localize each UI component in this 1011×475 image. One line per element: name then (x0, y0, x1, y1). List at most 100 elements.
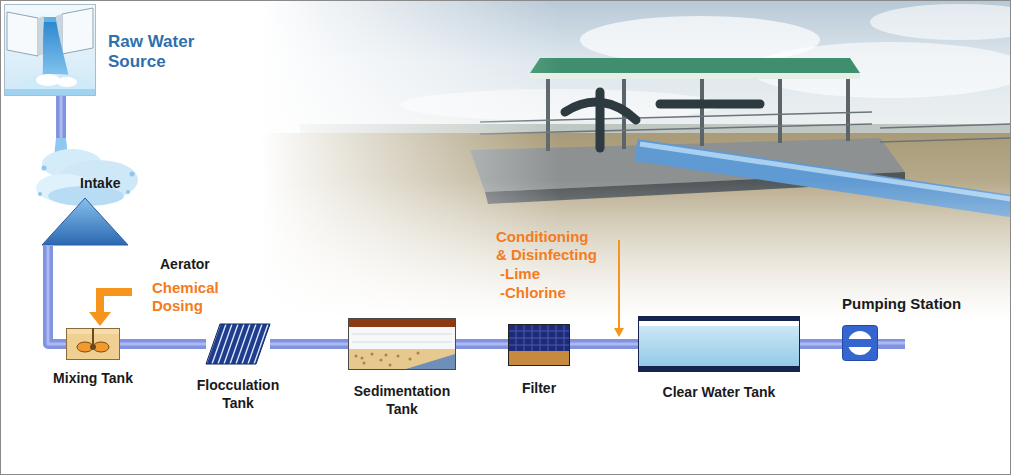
mixing-tank-label: Mixing Tank (53, 370, 133, 387)
pumping-station-shape (848, 331, 872, 355)
pipe (270, 339, 348, 349)
pipe (120, 344, 206, 345)
plant-photo (880, 124, 1011, 128)
sedimentation-tank-shape (361, 357, 364, 360)
aerator-shape (42, 198, 128, 245)
sedimentation-tank-shape (349, 319, 456, 370)
water-source-icon-shape (5, 5, 96, 96)
water-source-icon-shape (36, 74, 60, 86)
pipe-highlight (270, 343, 348, 346)
sedimentation-tank: Sedimentation Tank (348, 318, 456, 370)
plant-photo (530, 73, 860, 79)
chemical-dosing-arrow (89, 292, 132, 326)
aerator-shape (126, 190, 130, 194)
clear-water-tank: Clear Water Tank (638, 316, 800, 372)
pipe-highlight (570, 343, 638, 346)
process-label: Intake (80, 175, 120, 192)
pipe-highlight (456, 343, 508, 346)
flocculation-tank-shape (200, 324, 214, 364)
disinfecting-arrow (614, 240, 624, 337)
water-source-icon-shape (62, 8, 93, 54)
pipe (456, 344, 508, 345)
pipe-highlight (60, 96, 63, 138)
flocculation-tank-shape (272, 324, 286, 364)
flocculation-tank-shape (194, 324, 286, 364)
treatment-note: Conditioning & Disinfecting (496, 228, 599, 264)
flocculation-tank-shape (218, 324, 232, 364)
aerator-shape (130, 172, 135, 177)
pipe (270, 344, 348, 345)
chemical-dosing-arrow (89, 312, 111, 326)
flocculation-tank-shape (242, 324, 256, 364)
water-source-icon-shape (57, 77, 77, 87)
sedimentation-tank-shape (352, 334, 452, 335)
flocculation-tank-shape (194, 324, 208, 364)
sedimentation-tank-shape (385, 354, 388, 357)
filter-shape (508, 351, 570, 366)
sedimentation-tank-shape (349, 349, 455, 369)
filter-shape (508, 338, 570, 339)
pipe (120, 339, 206, 349)
clear-water-tank-shape (638, 316, 800, 372)
aerator: Aerator (32, 138, 140, 246)
plant-photo (565, 92, 760, 148)
flocculation-tank-shape (212, 324, 226, 364)
flocculation-tank-shape (236, 324, 250, 364)
plant-photo (546, 79, 850, 151)
pipe (48, 246, 66, 344)
sedimentation-tank-shape (417, 352, 420, 355)
sedimentation-tank-shape (349, 327, 455, 349)
sedimentation-tank-shape (380, 359, 383, 362)
disinfecting-arrow (614, 328, 624, 337)
plant-photo (660, 100, 760, 109)
flocculation-tank-shape (230, 324, 244, 364)
sedimentation-tank-shape (348, 318, 456, 370)
flocculation-tank-label: Flocculation Tank (196, 376, 281, 412)
pipe (61, 96, 62, 138)
mixing-tank-shape (67, 329, 120, 360)
filter-shape (548, 324, 549, 351)
sedimentation-tank-shape (389, 364, 392, 367)
mixing-tank-shape (92, 328, 94, 346)
aerator-shape (42, 166, 47, 171)
sedimentation-tank-shape (349, 319, 456, 370)
pumping-station-shape (843, 326, 878, 361)
water-source-icon-label: Raw Water Source (108, 32, 197, 72)
aerator-shape (32, 138, 140, 246)
outlet-pipe (876, 339, 905, 349)
disinfecting-arrow (618, 240, 620, 330)
sedimentation-tank-shape (406, 354, 455, 369)
pipe (800, 339, 842, 349)
water-source-icon-shape (7, 12, 38, 56)
plant-photo (846, 79, 850, 141)
filter-shape (524, 324, 525, 351)
clear-water-tank-shape (639, 317, 800, 372)
plant-photo (880, 138, 1011, 142)
sedimentation-tank-shape (363, 362, 366, 365)
flocculation-tank-shape (248, 324, 262, 364)
outlet-pipe (876, 342, 905, 345)
filter-shape (508, 324, 570, 351)
clear-water-tank-label: Clear Water Tank (663, 384, 776, 401)
filter-shape (508, 324, 570, 366)
water-source-icon-shape (4, 4, 96, 96)
plant-photo (530, 58, 860, 73)
pumping-station-label: Pumping Station (842, 295, 961, 313)
filter-shape (556, 324, 557, 351)
pipe (800, 344, 842, 345)
plant-photo (260, 0, 1011, 320)
filter-shape (516, 324, 517, 351)
water-source-icon-shape (44, 17, 56, 22)
sedimentation-tank-shape (397, 355, 400, 358)
clear-water-tank-shape (638, 321, 800, 326)
pipe-highlight (800, 343, 842, 346)
pipe (48, 246, 66, 344)
dosing-note: Chemical Dosing (152, 279, 221, 315)
pumping-station-shape (848, 339, 872, 347)
mixing-tank-shape (90, 344, 96, 350)
mixing-tank: Mixing Tank (66, 328, 120, 360)
clear-water-tank-shape (638, 316, 800, 372)
flocculation-tank-shape (206, 324, 270, 364)
